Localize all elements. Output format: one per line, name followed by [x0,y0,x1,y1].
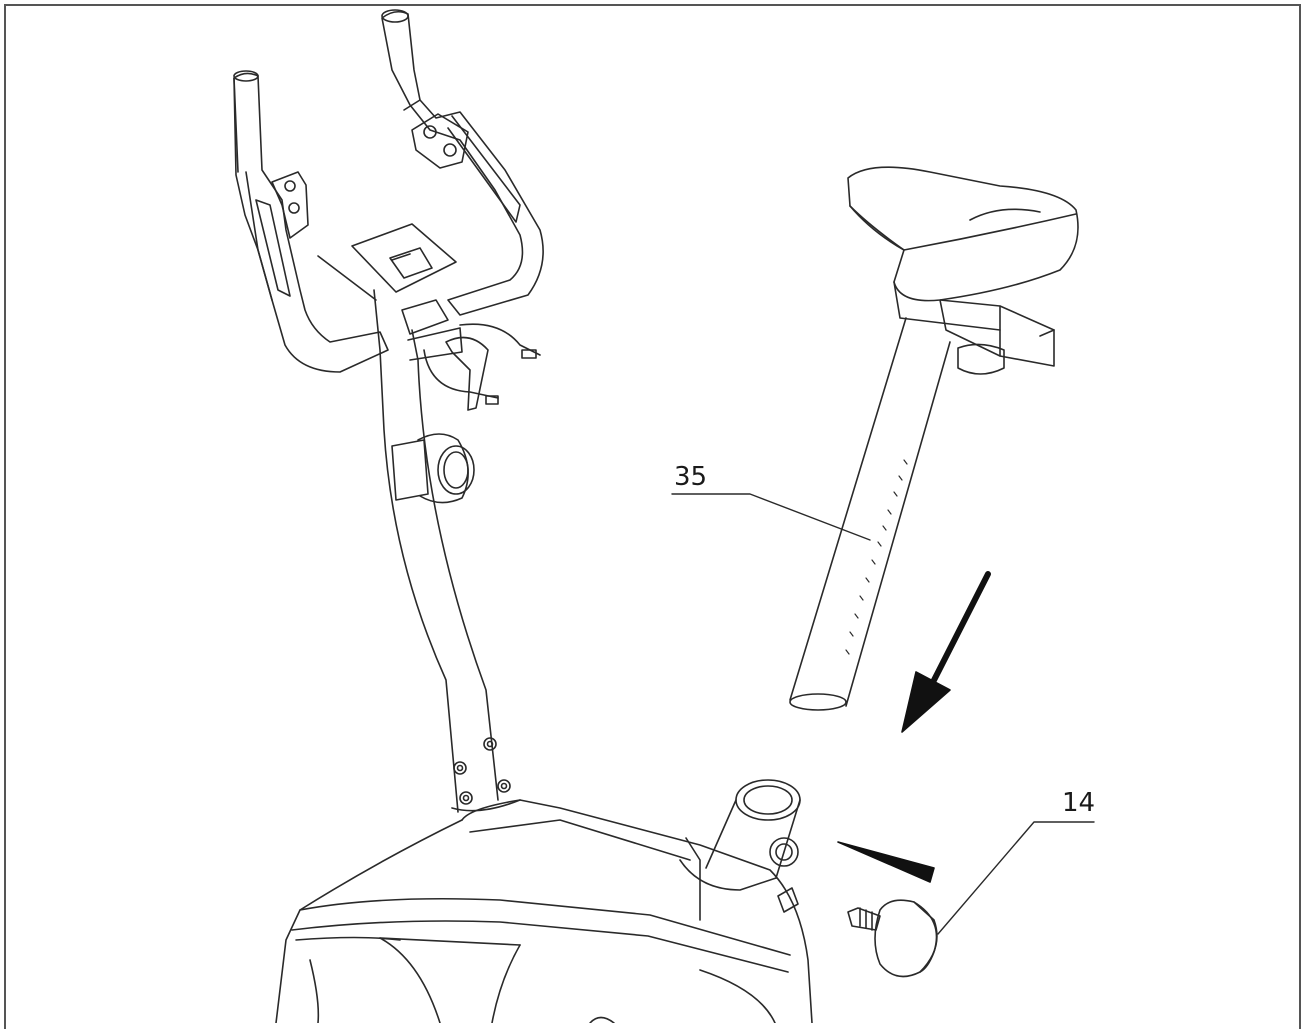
frame-body [275,799,813,1023]
down-arrow [901,571,991,733]
upright-stem [373,289,521,813]
seat-tube-receiver [679,779,801,913]
callout-35: 35 [674,462,708,492]
seat-post-assembly [671,166,1079,711]
handlebar [233,9,544,411]
adjustment-knob [847,821,1095,978]
diagram-frame [4,4,1301,1029]
callout-14: 14 [1062,788,1096,818]
insert-arrow [837,841,935,883]
